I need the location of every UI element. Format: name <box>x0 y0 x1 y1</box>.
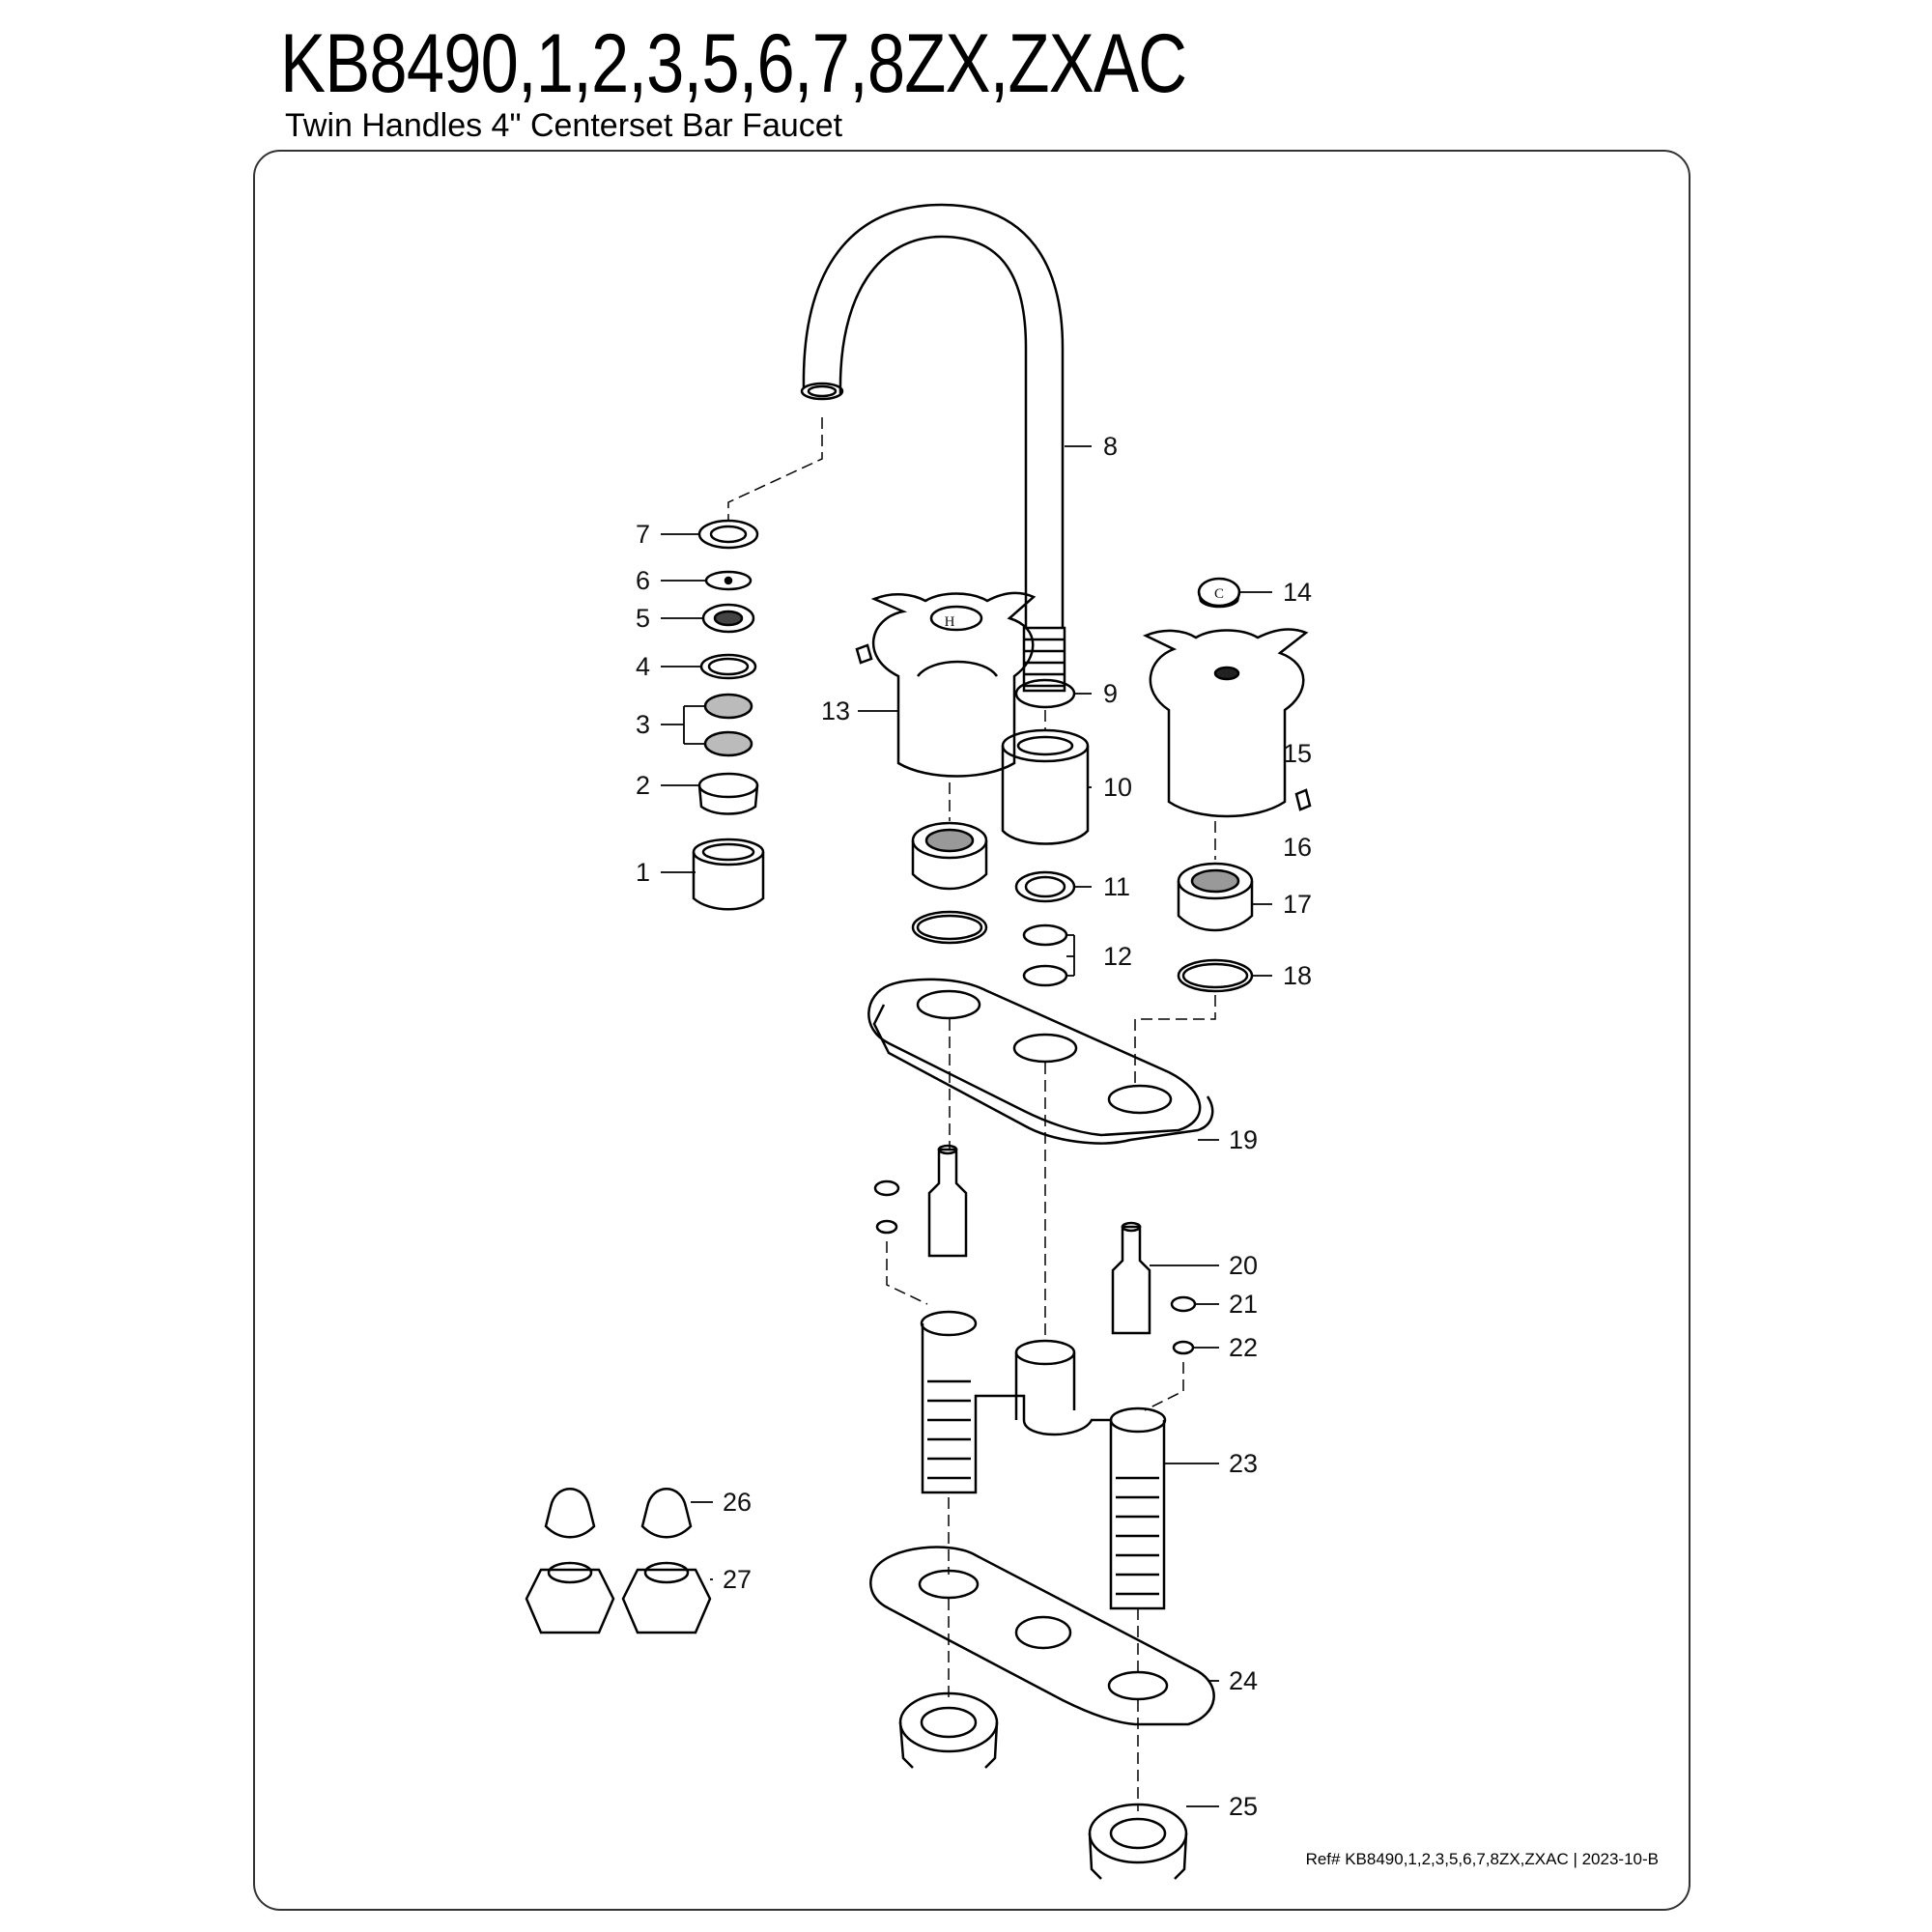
callout-26: 26 <box>723 1488 752 1517</box>
callout-20: 20 <box>1229 1251 1258 1280</box>
callout-21: 21 <box>1229 1290 1258 1319</box>
callout-12: 12 <box>1103 942 1132 971</box>
supply-fittings <box>525 1488 712 1634</box>
base-gasket <box>869 1546 1215 1726</box>
callout-7: 7 <box>636 520 650 549</box>
hot-mark: H <box>945 614 955 630</box>
aerator-assembly <box>692 519 765 911</box>
callout-17: 17 <box>1283 890 1312 919</box>
callout-4: 4 <box>636 652 650 681</box>
callout-2: 2 <box>636 771 650 800</box>
callout-15: 15 <box>1283 739 1312 768</box>
callout-9: 9 <box>1103 679 1118 708</box>
callout-25: 25 <box>1229 1792 1258 1821</box>
callout-11: 11 <box>1103 872 1130 901</box>
callout-5: 5 <box>636 604 650 633</box>
callout-16: 16 <box>1283 833 1312 862</box>
mounting-nuts <box>898 1691 1188 1880</box>
callout-leaders <box>661 445 1272 1807</box>
callout-24: 24 <box>1229 1666 1258 1695</box>
callout-18: 18 <box>1283 961 1312 990</box>
callout-6: 6 <box>636 566 650 595</box>
cartridge-parts <box>873 1144 1197 1355</box>
callout-14: 14 <box>1283 578 1312 607</box>
callout-3: 3 <box>636 710 650 739</box>
cold-handle-part <box>1142 577 1312 818</box>
assembly-guide-lines <box>727 417 1216 1811</box>
hot-handle-part <box>855 591 1037 778</box>
callout-23: 23 <box>1229 1449 1258 1478</box>
callout-13: 13 <box>821 696 850 725</box>
reference-footer: Ref# KB8490,1,2,3,5,6,7,8ZX,ZXAC | 2023-… <box>1305 1850 1659 1868</box>
callout-19: 19 <box>1229 1125 1258 1154</box>
handle-nuts-and-washers <box>911 821 1254 993</box>
spout-part <box>800 203 1066 693</box>
callout-8: 8 <box>1103 432 1118 461</box>
callout-10: 10 <box>1103 773 1132 802</box>
callout-1: 1 <box>636 858 650 887</box>
product-description: Twin Handles 4" Centerset Bar Faucet <box>285 107 843 144</box>
model-number-title: KB8490,1,2,3,5,6,7,8ZX,ZXAC <box>280 17 1187 110</box>
diagram-frame <box>253 150 1690 1911</box>
callout-27: 27 <box>723 1565 752 1594</box>
escutcheon-plate <box>867 978 1214 1145</box>
callout-22: 22 <box>1229 1333 1258 1362</box>
valve-body <box>920 1310 1167 1610</box>
cold-mark: C <box>1214 586 1224 602</box>
